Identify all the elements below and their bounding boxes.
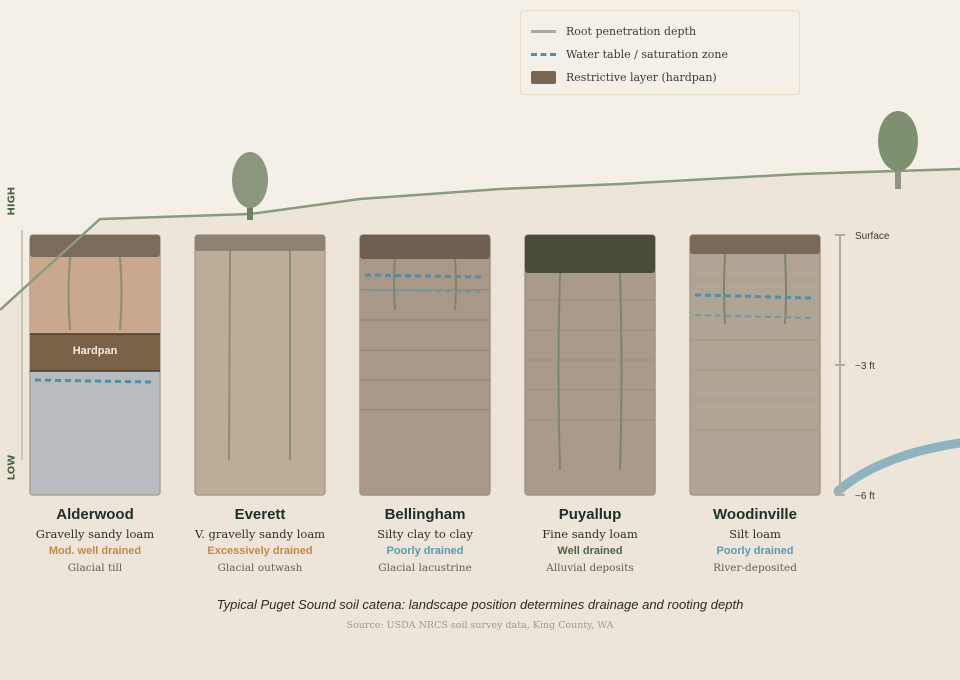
river-stream	[833, 438, 960, 496]
root-line	[454, 258, 457, 311]
topsoil-layer	[195, 235, 325, 251]
soil-drainage: Poorly drained	[716, 545, 794, 557]
depth-scale	[835, 234, 845, 496]
soil-texture: Gravelly sandy loam	[35, 527, 155, 541]
soil-column-bellingham	[359, 234, 491, 496]
soil-origin: Glacial lacustrine	[378, 562, 472, 574]
elevation-high-label: HIGH	[6, 186, 18, 216]
topsoil-layer	[30, 235, 160, 257]
soil-drainage: Poorly drained	[386, 545, 464, 557]
soil-name: Everett	[234, 506, 286, 523]
water-dash-swatch-icon	[531, 52, 556, 56]
soil-name: Woodinville	[713, 506, 797, 523]
topsoil-layer	[525, 235, 655, 273]
soil-name: Puyallup	[558, 506, 622, 523]
soil-origin: Glacial outwash	[217, 562, 303, 574]
legend-label: Root penetration depth	[566, 24, 697, 38]
soil-column-puyallup	[524, 234, 656, 496]
soil-column-everett	[194, 234, 326, 496]
soil-drainage: Excessively drained	[207, 545, 313, 557]
tree-icon	[878, 111, 918, 189]
topsoil-layer	[360, 235, 490, 259]
soil-info-woodinville: Woodinville Silt loam Poorly drained Riv…	[675, 505, 835, 576]
soil-info-alderwood: Alderwood Gravelly sandy loam Mod. well …	[15, 505, 175, 576]
legend-item-root: Root penetration depth	[531, 21, 696, 41]
root-line	[619, 272, 623, 471]
soil-name: Alderwood	[56, 506, 134, 523]
soil-texture: Silty clay to clay	[377, 527, 473, 541]
soil-info-bellingham: Bellingham Silty clay to clay Poorly dra…	[345, 505, 505, 576]
soil-column-woodinville	[689, 234, 821, 496]
root-line	[557, 272, 561, 471]
soil-column-alderwood	[29, 234, 161, 496]
depth-6ft-label: ~6 ft	[855, 491, 875, 502]
terrain-line	[0, 167, 960, 311]
soil-name: Bellingham	[384, 506, 466, 523]
soil-drainage: Mod. well drained	[48, 545, 142, 557]
soil-origin: River-deposited	[713, 562, 797, 574]
soil-info-puyallup: Puyallup Fine sandy loam Well drained Al…	[510, 505, 670, 576]
root-line	[119, 256, 123, 331]
topsoil-layer	[690, 235, 820, 254]
legend-item-water: Water table / saturation zone	[531, 44, 728, 64]
soil-drainage: Well drained	[557, 545, 623, 557]
soil-origin: Alluvial deposits	[546, 562, 634, 574]
root-line	[228, 250, 231, 461]
tree-icon	[232, 152, 268, 220]
soil-origin: Glacial till	[67, 562, 123, 574]
root-line	[723, 253, 726, 325]
root-line	[67, 256, 71, 331]
legend-item-hardpan: Restrictive layer (hardpan)	[531, 67, 717, 87]
root-line	[393, 258, 396, 311]
root-line	[784, 253, 787, 325]
depth-surface-label: Surface	[855, 231, 890, 242]
soil-texture: Fine sandy loam	[542, 527, 638, 541]
soil-texture: Silt loam	[729, 527, 781, 541]
soil-info-everett: Everett V. gravelly sandy loam Excessive…	[180, 505, 340, 576]
legend-label: Restrictive layer (hardpan)	[566, 70, 717, 84]
elevation-low-label: LOW	[6, 454, 18, 481]
legend-label: Water table / saturation zone	[566, 47, 729, 61]
root-line-swatch-icon	[531, 29, 556, 33]
depth-3ft-label: ~3 ft	[855, 361, 875, 372]
source-note: Source: USDA NRCS soil survey data, King…	[346, 620, 614, 631]
hardpan-box-swatch-icon	[531, 70, 556, 84]
figure-caption: Typical Puget Sound soil catena: landsca…	[216, 597, 744, 612]
hardpan-label: Hardpan	[72, 345, 118, 357]
legend: Root penetration depth Water table / sat…	[520, 10, 800, 95]
hardpan-layer	[30, 334, 160, 371]
soil-texture: V. gravelly sandy loam	[194, 527, 326, 541]
